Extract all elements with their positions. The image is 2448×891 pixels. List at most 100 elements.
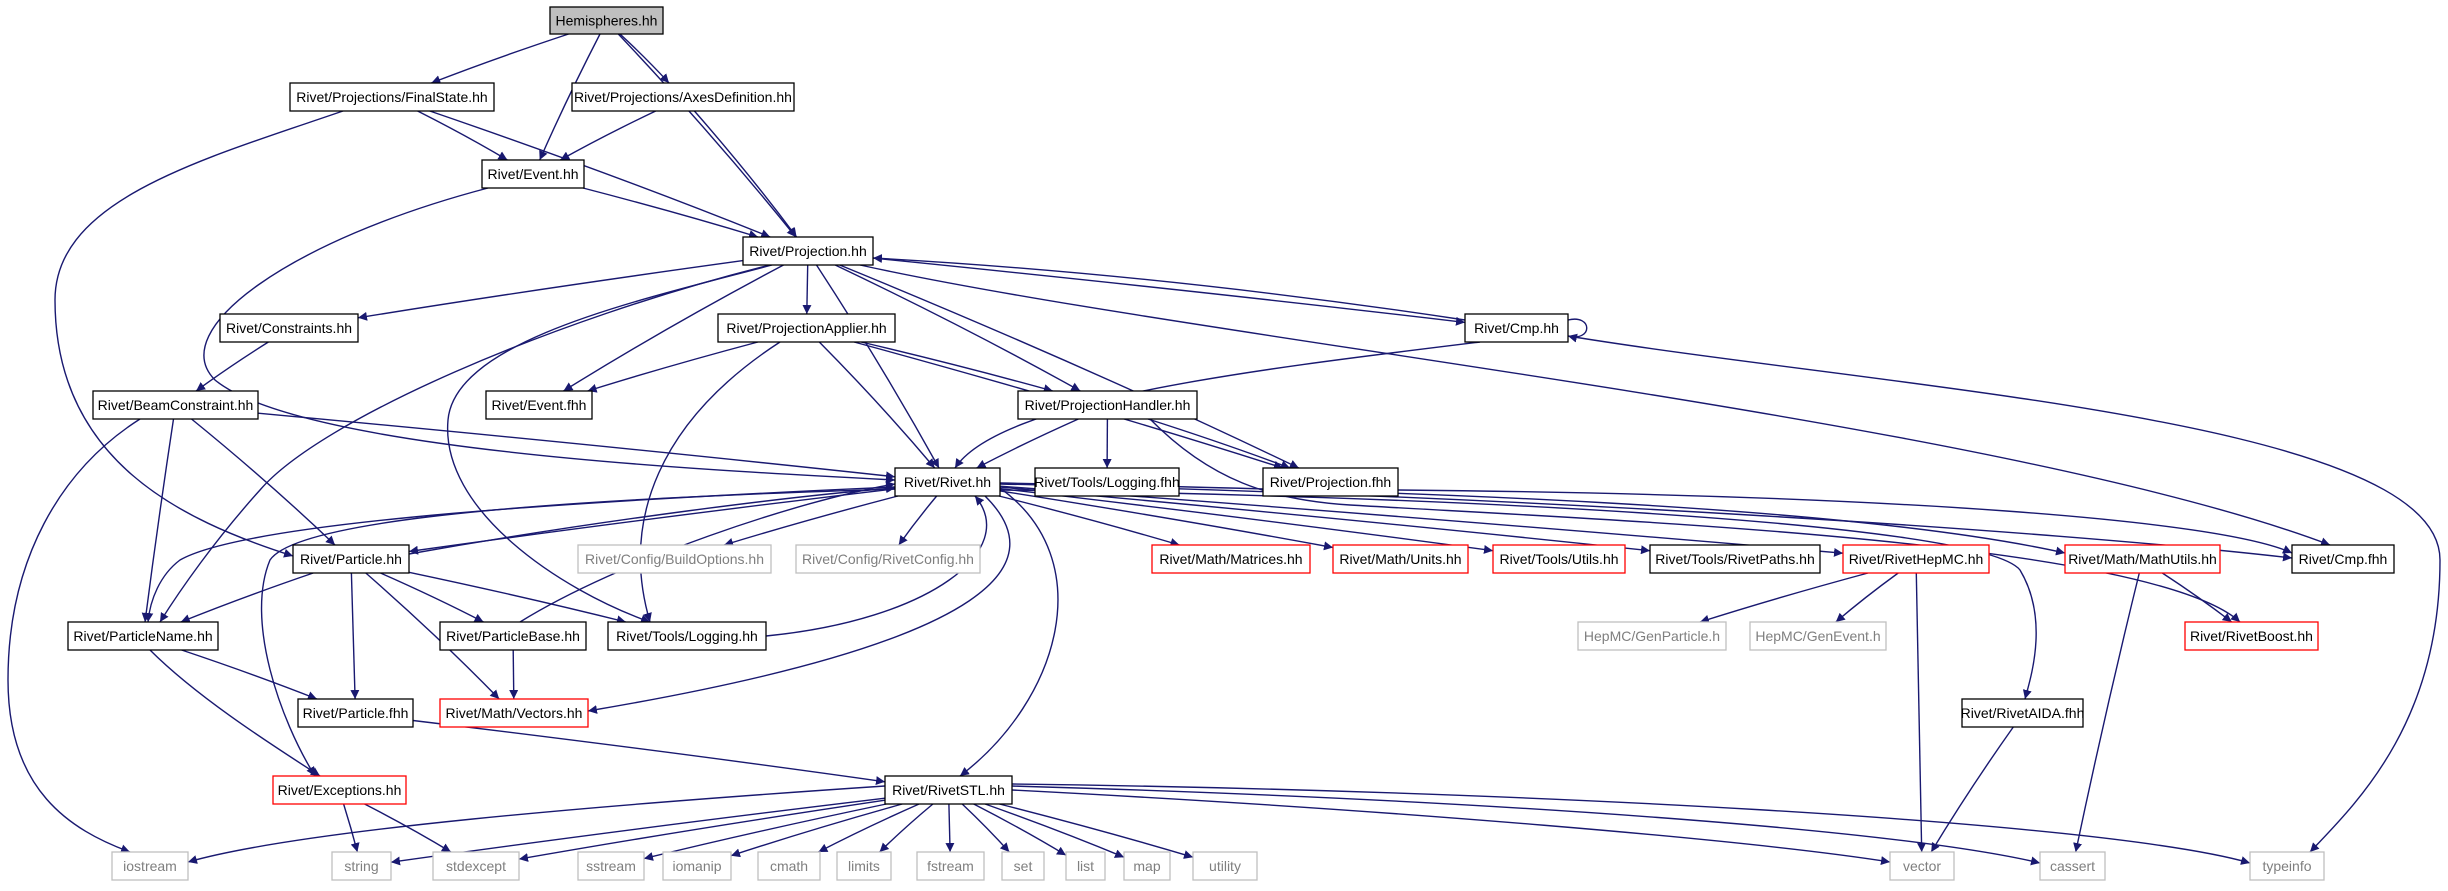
node-mathutils[interactable]: Rivet/Math/MathUtils.hh bbox=[2064, 544, 2221, 574]
node-label: Rivet/Projections/FinalState.hh bbox=[296, 89, 487, 105]
edge-line bbox=[408, 571, 627, 625]
node-label: fstream bbox=[927, 858, 974, 874]
node-box bbox=[1034, 467, 1180, 497]
edge-line bbox=[999, 803, 1194, 859]
edge-line bbox=[509, 649, 519, 700]
node-label: Rivet/Cmp.fhh bbox=[2299, 551, 2388, 567]
node-box bbox=[742, 236, 874, 266]
node-finalstate[interactable]: Rivet/Projections/FinalState.hh bbox=[289, 82, 495, 112]
node-rivetboost[interactable]: Rivet/RivetBoost.hh bbox=[2184, 621, 2319, 651]
edge-line bbox=[723, 495, 899, 547]
node-vectors[interactable]: Rivet/Math/Vectors.hh bbox=[439, 698, 589, 728]
edge-rivetstl-to-typeinfo bbox=[1011, 783, 2251, 865]
node-axesdef[interactable]: Rivet/Projections/AxesDefinition.hh bbox=[571, 82, 795, 112]
edge-line bbox=[159, 264, 771, 623]
node-box bbox=[577, 544, 772, 574]
node-particlename[interactable]: Rivet/ParticleName.hh bbox=[67, 621, 219, 651]
edge-line bbox=[959, 487, 1059, 777]
edge-beamconstraint-to-particle bbox=[191, 418, 336, 546]
node-exceptions[interactable]: Rivet/Exceptions.hh bbox=[272, 775, 407, 805]
node-label: Rivet/Event.fhh bbox=[492, 397, 587, 413]
edge-line bbox=[587, 495, 1011, 714]
edge-projfhh-to-cmpfhh bbox=[1397, 489, 2293, 554]
edge-particle-to-rivet bbox=[408, 484, 896, 555]
edge-line bbox=[976, 418, 1079, 469]
node-constraints[interactable]: Rivet/Constraints.hh bbox=[219, 313, 359, 343]
edge-line bbox=[187, 785, 886, 864]
edge-projection-to-constraints bbox=[357, 259, 744, 321]
edge-rivetstl-to-limits bbox=[879, 803, 934, 853]
edge-event-to-projection bbox=[582, 187, 759, 239]
node-loggingfhh[interactable]: Rivet/Tools/Logging.fhh bbox=[1034, 467, 1180, 497]
edge-line bbox=[350, 572, 360, 700]
edge-hemispheres-to-event bbox=[539, 33, 601, 161]
node-rivetstl[interactable]: Rivet/RivetSTL.hh bbox=[884, 775, 1013, 805]
node-utils[interactable]: Rivet/Tools/Utils.hh bbox=[1492, 544, 1626, 574]
edge-line bbox=[587, 341, 759, 393]
node-label: Rivet/Rivet.hh bbox=[904, 474, 991, 490]
node-box bbox=[894, 467, 1001, 497]
node-limits: limits bbox=[836, 851, 892, 881]
node-projapplier[interactable]: Rivet/ProjectionApplier.hh bbox=[717, 313, 896, 343]
node-projhandler[interactable]: Rivet/ProjectionHandler.hh bbox=[1017, 390, 1198, 420]
edge-line bbox=[1835, 572, 1899, 623]
edge-line bbox=[342, 803, 360, 853]
edge-line bbox=[195, 341, 269, 392]
node-particlefhh[interactable]: Rivet/Particle.fhh bbox=[297, 698, 414, 728]
node-matrices[interactable]: Rivet/Math/Matrices.hh bbox=[1151, 544, 1311, 574]
node-particlebase[interactable]: Rivet/ParticleBase.hh bbox=[439, 621, 587, 651]
node-units[interactable]: Rivet/Math/Units.hh bbox=[1332, 544, 1469, 574]
node-label: HepMC/GenParticle.h bbox=[1584, 628, 1720, 644]
node-string: string bbox=[331, 851, 392, 881]
node-cmpfhh[interactable]: Rivet/Cmp.fhh bbox=[2291, 544, 2395, 574]
node-box bbox=[2249, 851, 2325, 881]
edge-line bbox=[417, 110, 508, 161]
node-box bbox=[1889, 851, 1955, 881]
node-logging[interactable]: Rivet/Tools/Logging.hh bbox=[607, 621, 767, 651]
edge-hemispheres-to-projection bbox=[617, 33, 797, 238]
node-box bbox=[67, 621, 219, 651]
node-box bbox=[607, 621, 767, 651]
node-eventfhh[interactable]: Rivet/Event.fhh bbox=[485, 390, 593, 420]
edge-rivet-to-utils bbox=[999, 487, 1494, 554]
edge-line bbox=[429, 110, 771, 238]
edge-line bbox=[257, 412, 896, 481]
edge-line bbox=[765, 495, 988, 637]
edge-line bbox=[357, 259, 744, 321]
edge-line bbox=[1149, 418, 2241, 623]
edge-logging-to-rivet bbox=[765, 495, 988, 637]
edge-axesdef-to-projection bbox=[693, 110, 798, 238]
node-box bbox=[297, 698, 414, 728]
edge-rivetstl-to-map bbox=[984, 803, 1125, 858]
node-genparticle: HepMC/GenParticle.h bbox=[1577, 621, 1727, 651]
node-label: Rivet/Projection.fhh bbox=[1270, 474, 1391, 490]
edge-line bbox=[7, 418, 141, 854]
node-label: limits bbox=[848, 858, 880, 874]
edge-line bbox=[447, 264, 773, 624]
node-label: Rivet/Config/RivetConfig.hh bbox=[802, 551, 974, 567]
node-box bbox=[1192, 851, 1258, 881]
edge-projapplier-to-projhandler bbox=[861, 341, 1053, 393]
node-rivetaida[interactable]: Rivet/RivetAIDA.fhh bbox=[1961, 698, 2085, 728]
edge-hemispheres-to-finalstate bbox=[431, 33, 569, 84]
node-label: HepMC/GenEvent.h bbox=[1755, 628, 1880, 644]
edge-cmp-to-cmp bbox=[1567, 318, 1588, 343]
node-beamconstraint[interactable]: Rivet/BeamConstraint.hh bbox=[92, 390, 259, 420]
edge-rivet-to-rivetaida bbox=[999, 489, 2037, 700]
edge-line bbox=[954, 341, 1481, 469]
node-rivetpaths[interactable]: Rivet/Tools/RivetPaths.hh bbox=[1649, 544, 1821, 574]
node-label: typeinfo bbox=[2262, 858, 2311, 874]
node-box bbox=[1842, 544, 1990, 574]
node-projfhh[interactable]: Rivet/Projection.fhh bbox=[1262, 467, 1399, 497]
node-cmp[interactable]: Rivet/Cmp.hh bbox=[1464, 313, 1569, 343]
node-rivet[interactable]: Rivet/Rivet.hh bbox=[894, 467, 1001, 497]
edge-particlebase-to-vectors bbox=[509, 649, 519, 700]
node-particle[interactable]: Rivet/Particle.hh bbox=[292, 544, 410, 574]
node-projection[interactable]: Rivet/Projection.hh bbox=[742, 236, 874, 266]
node-rivethepmc[interactable]: Rivet/RivetHepMC.hh bbox=[1842, 544, 1990, 574]
node-hemispheres[interactable]: Hemispheres.hh bbox=[549, 6, 664, 35]
edge-line bbox=[539, 33, 601, 161]
edge-line bbox=[408, 484, 896, 555]
edge-beamconstraint-to-particlename bbox=[141, 418, 175, 623]
node-event[interactable]: Rivet/Event.hh bbox=[481, 159, 585, 189]
